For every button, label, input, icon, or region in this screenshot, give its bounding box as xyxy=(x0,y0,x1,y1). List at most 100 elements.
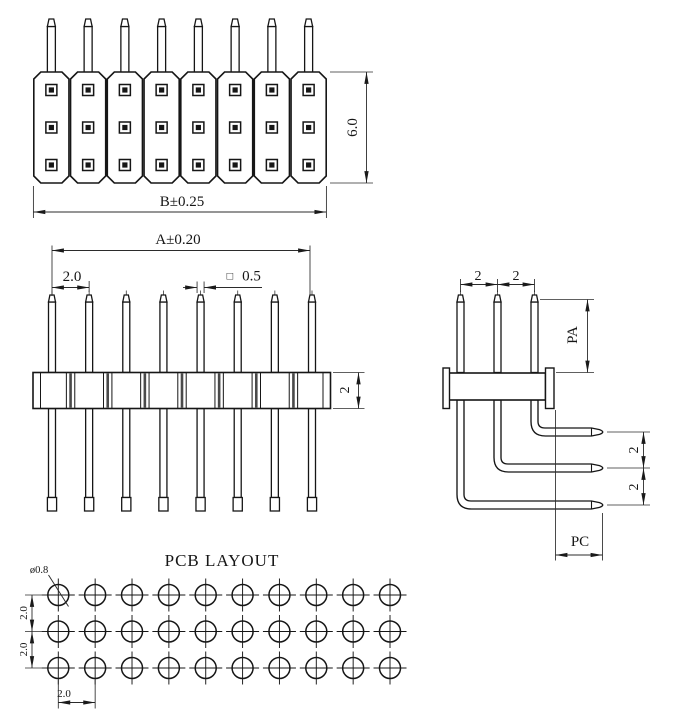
leader-line xyxy=(48,574,69,607)
contact-square-inner xyxy=(306,162,312,168)
pcb-hole xyxy=(83,656,107,680)
pcb-hole xyxy=(157,620,181,643)
pin-tail xyxy=(270,407,280,499)
contact-square-inner xyxy=(122,87,128,93)
pin-post xyxy=(233,301,242,374)
contact-square-inner xyxy=(159,87,165,93)
housing-divider-slot xyxy=(217,373,221,408)
pcb-hole xyxy=(305,620,328,643)
pcb-hole xyxy=(378,583,402,607)
pin-tip xyxy=(121,294,131,303)
housing-end-cap xyxy=(442,367,451,410)
pin-tail xyxy=(122,407,131,499)
pcb-hole xyxy=(268,583,291,607)
pin-post xyxy=(156,25,167,74)
pin-foot xyxy=(232,496,243,512)
housing-divider-slot xyxy=(106,373,110,408)
pin-post xyxy=(159,301,168,374)
pin-tip xyxy=(456,294,465,303)
pcb-hole xyxy=(268,620,291,643)
pin-post xyxy=(303,25,314,74)
pcb-hole xyxy=(83,583,107,607)
pin-post xyxy=(84,301,94,374)
pin-foot xyxy=(269,496,281,512)
pin-tail xyxy=(196,407,205,499)
pin-foot xyxy=(46,496,58,512)
housing-divider-slot xyxy=(180,373,184,408)
pin-tail xyxy=(47,407,57,499)
pin-tip xyxy=(47,294,57,303)
front-height-dim-label: 6.0 xyxy=(345,118,361,137)
contact-square-inner xyxy=(195,124,201,131)
pcb-hole xyxy=(157,656,181,680)
pcb-hole xyxy=(378,656,402,680)
pcb-hole xyxy=(341,656,365,680)
pcb-hole xyxy=(83,620,107,643)
pcb-layout-title: PCB LAYOUT xyxy=(165,551,280,570)
pin-post xyxy=(83,25,93,74)
contact-square-inner xyxy=(232,124,238,131)
pin-foot xyxy=(195,496,206,512)
pin-post xyxy=(196,301,205,374)
pin-tip xyxy=(270,294,280,303)
pin-tip xyxy=(120,18,130,28)
contact-square-inner xyxy=(122,162,128,168)
pcb-hole xyxy=(378,620,402,643)
pin-tip xyxy=(530,294,539,303)
pin-tip xyxy=(84,294,94,303)
pcb-hole xyxy=(120,583,144,607)
contact-square-inner xyxy=(306,87,312,93)
pcb-hole xyxy=(194,656,217,680)
pin-tip xyxy=(267,18,277,28)
pin-tip xyxy=(307,294,317,303)
pcb-row-pitch-a-label: 2.0 xyxy=(18,606,30,620)
side-view xyxy=(32,245,365,512)
housing-divider-slot xyxy=(69,373,72,408)
contact-square-inner xyxy=(48,87,54,93)
pin-tip xyxy=(156,18,167,28)
contact-square-inner xyxy=(48,162,54,168)
pin-tip xyxy=(196,294,205,303)
pin-foot xyxy=(306,496,318,512)
right-pitch-a-dim-label: 2 xyxy=(475,269,482,284)
contact-square-inner xyxy=(122,124,128,131)
pin-tail xyxy=(159,407,168,499)
pin-post xyxy=(493,301,502,374)
pin-tail xyxy=(307,407,317,499)
pin-tip xyxy=(230,18,240,28)
pin-foot xyxy=(121,496,132,512)
pin-foot xyxy=(158,496,169,512)
side-pitch-dim-label: 2.0 xyxy=(63,269,82,285)
pin-post xyxy=(122,301,131,374)
side-pin-size-dim-label: 0.5 xyxy=(242,269,261,285)
pcb-hole xyxy=(268,656,291,680)
contact-square-inner xyxy=(85,124,91,131)
contact-square-inner xyxy=(159,124,165,131)
pcb-hole xyxy=(157,583,181,607)
pcb-hole xyxy=(305,583,328,607)
contact-square-inner xyxy=(269,162,275,168)
pcb-layout-view xyxy=(25,574,407,709)
side-body-height-dim-label: 2 xyxy=(338,387,353,394)
bent-pin xyxy=(456,399,604,510)
contact-square-inner xyxy=(195,87,201,93)
pin-post xyxy=(530,301,539,374)
contact-square-inner xyxy=(48,124,54,131)
pcb-hole xyxy=(231,583,254,607)
dimension-labels: B±0.25 6.0 A±0.20 2.0 □ 0.5 2 2 2 PA 2 2… xyxy=(18,118,642,700)
pin-tip xyxy=(493,294,502,303)
front-view xyxy=(32,18,373,218)
side-overall-dim-label: A±0.20 xyxy=(155,232,200,248)
right-angle-view xyxy=(442,279,650,561)
front-width-dim-label: B±0.25 xyxy=(160,194,205,210)
pcb-hole xyxy=(47,656,70,680)
contact-square-inner xyxy=(85,87,91,93)
pin-tail xyxy=(84,407,94,499)
right-pc-dim-label: PC xyxy=(571,534,589,550)
pcb-row-pitch-b-label: 2.0 xyxy=(18,642,30,656)
pin-tail xyxy=(233,407,242,499)
pcb-hole xyxy=(194,583,217,607)
pin-post xyxy=(47,301,57,374)
